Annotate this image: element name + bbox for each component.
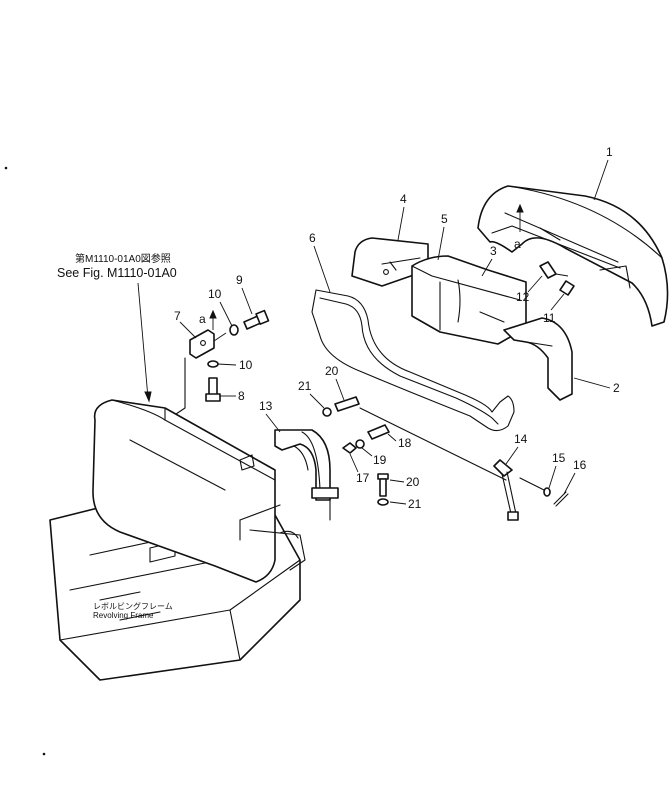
callout-21-lower: 21 <box>389 497 422 511</box>
washer-10-upper <box>229 324 239 336</box>
cover-1 <box>477 185 669 327</box>
reference-en: See Fig. M1110-01A0 <box>57 266 177 280</box>
callout-13: 13 <box>259 399 281 433</box>
callout-16: 16 <box>563 458 587 495</box>
svg-text:14: 14 <box>514 432 528 446</box>
frame-label-en: Revolving Frame <box>93 611 154 620</box>
svg-text:8: 8 <box>238 389 245 403</box>
mark-dot <box>42 752 46 756</box>
svg-text:10: 10 <box>239 358 253 372</box>
pin-16 <box>553 491 569 507</box>
svg-text:19: 19 <box>373 453 387 467</box>
callout-10-upper: 10 <box>208 287 233 327</box>
bolt-12 <box>539 261 569 279</box>
callout-21-upper: 21 <box>298 379 325 409</box>
svg-text:3: 3 <box>490 244 497 258</box>
washer-21-lower <box>377 498 389 506</box>
callout-20-lower: 20 <box>389 475 420 489</box>
bolt-20-lower <box>377 473 389 497</box>
callout-14: 14 <box>505 432 528 465</box>
assembly-line-2 <box>519 477 549 493</box>
mark-dot <box>4 166 8 170</box>
svg-text:20: 20 <box>406 475 420 489</box>
view-marker-left: a <box>199 312 206 326</box>
callout-12: 12 <box>516 275 543 304</box>
view-a-arrow-right <box>516 203 524 232</box>
bolt-20-upper <box>334 396 360 412</box>
reference-jp: 第M1110-01A0図参照 <box>75 252 171 265</box>
svg-text:20: 20 <box>325 364 339 378</box>
callout-18: 18 <box>387 433 412 450</box>
seal-6 <box>311 289 515 432</box>
reference-arrowhead <box>144 391 152 403</box>
washer-19 <box>355 439 365 449</box>
svg-text:6: 6 <box>309 231 316 245</box>
bracket-7 <box>175 329 227 415</box>
bolt-9 <box>243 309 270 330</box>
rod-14 <box>493 459 519 521</box>
bracket-13 <box>274 429 339 521</box>
svg-text:2: 2 <box>613 381 620 395</box>
svg-text:11: 11 <box>543 311 556 325</box>
cover-4 <box>351 237 429 287</box>
svg-text:21: 21 <box>408 497 422 511</box>
svg-text:16: 16 <box>573 458 587 472</box>
callout-10-lower: 10 <box>217 358 253 372</box>
callout-4: 4 <box>397 192 407 241</box>
cover-3-5 <box>411 255 527 345</box>
svg-text:10: 10 <box>208 287 222 301</box>
washer-15 <box>543 487 551 497</box>
nut-17 <box>342 442 357 454</box>
svg-text:15: 15 <box>552 451 566 465</box>
svg-text:18: 18 <box>398 436 412 450</box>
callout-15: 15 <box>548 451 566 489</box>
svg-text:4: 4 <box>400 192 407 206</box>
svg-text:13: 13 <box>259 399 273 413</box>
svg-text:21: 21 <box>298 379 312 393</box>
callout-9: 9 <box>236 273 253 315</box>
callout-5: 5 <box>437 212 448 261</box>
washer-21-upper <box>322 407 332 417</box>
callout-3: 3 <box>481 244 497 277</box>
cover-2 <box>503 317 573 401</box>
svg-text:1: 1 <box>606 145 613 159</box>
frame-label-jp: レボルビングフレーム <box>93 601 173 611</box>
callout-2: 2 <box>573 377 620 395</box>
callout-6: 6 <box>309 231 331 293</box>
callout-17: 17 <box>349 453 370 485</box>
svg-text:17: 17 <box>356 471 370 485</box>
svg-text:12: 12 <box>516 290 530 304</box>
svg-text:7: 7 <box>174 309 181 323</box>
reference-leader <box>137 282 149 399</box>
view-marker-right: a <box>514 237 521 251</box>
bolt-18 <box>367 424 390 440</box>
callout-20-upper: 20 <box>325 364 345 401</box>
assembly-line <box>359 407 507 481</box>
svg-text:9: 9 <box>236 273 243 287</box>
callout-11: 11 <box>543 293 565 325</box>
callout-1: 1 <box>593 145 613 201</box>
callout-7: 7 <box>174 309 197 339</box>
bolt-11 <box>559 280 575 296</box>
counterweight-body <box>92 399 306 583</box>
bolt-8 <box>205 377 221 402</box>
washer-10-lower <box>207 360 219 368</box>
view-a-arrow-left <box>209 309 217 330</box>
svg-text:5: 5 <box>441 212 448 226</box>
callout-8: 8 <box>220 389 245 403</box>
callout-19: 19 <box>361 447 387 467</box>
